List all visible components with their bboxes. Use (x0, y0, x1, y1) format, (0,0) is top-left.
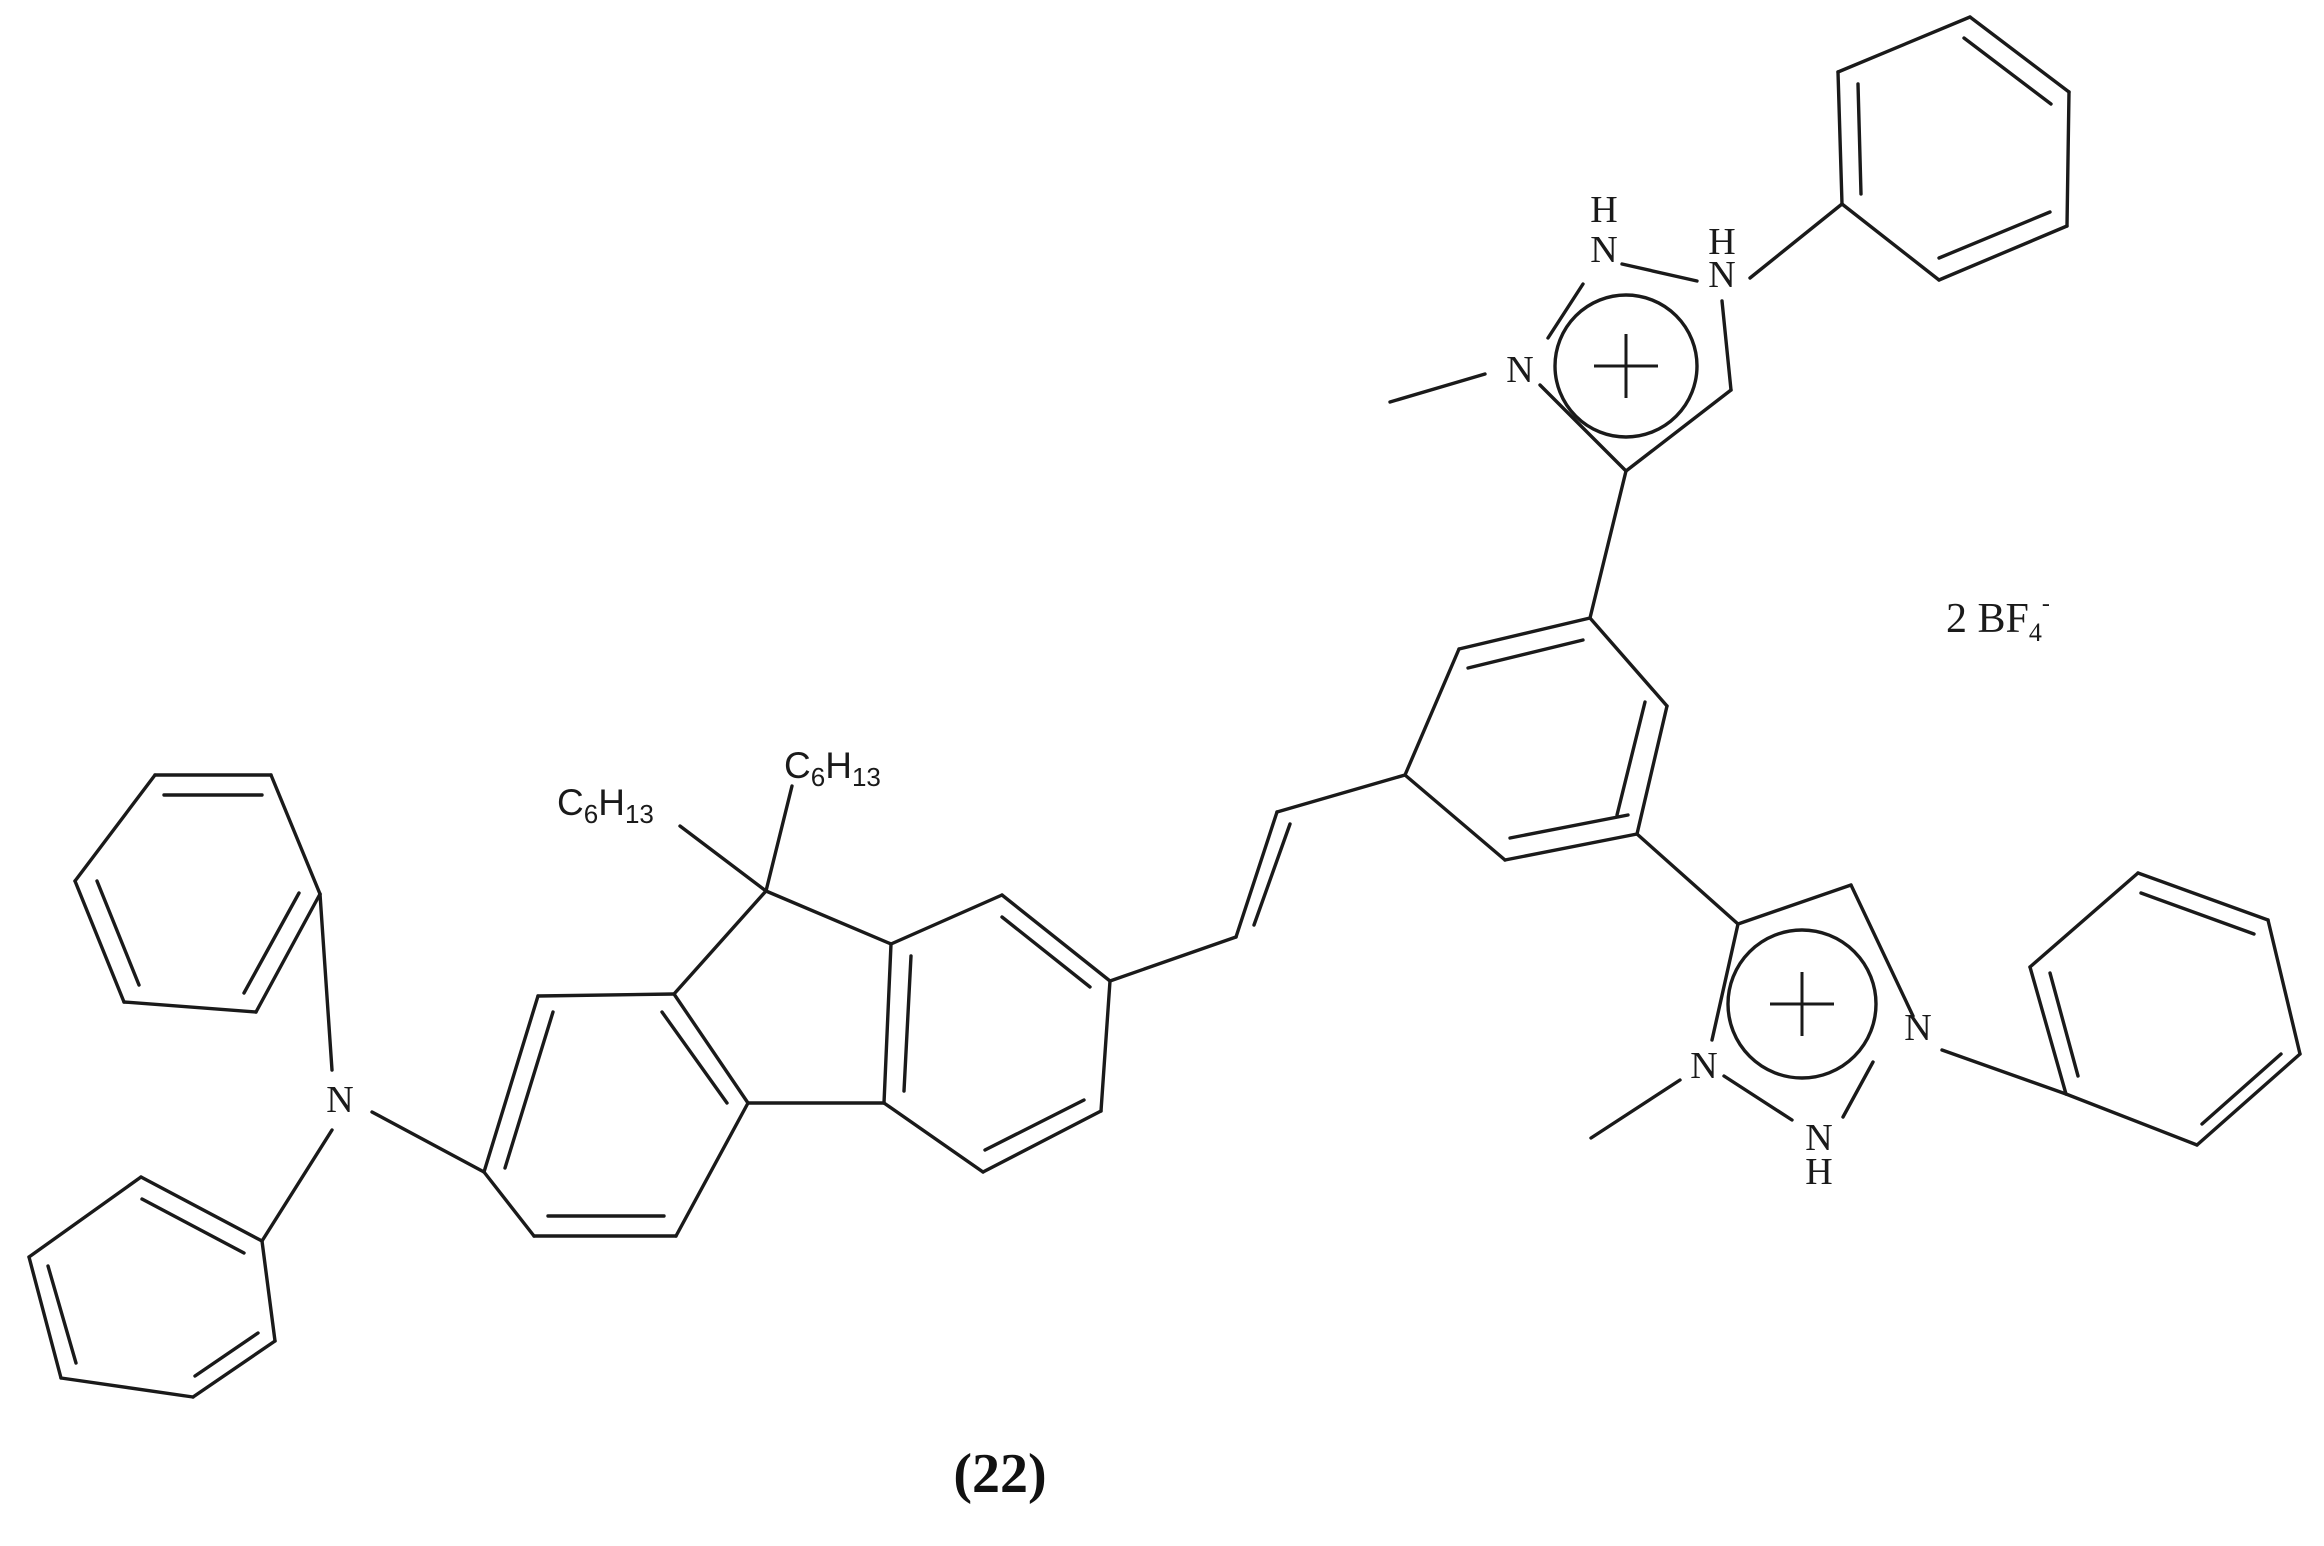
upper-n-methyl-bond (1388, 372, 1487, 404)
lower-triazolium-ring (1589, 832, 2068, 1140)
lower-triazole-n1-label: N (1690, 1045, 1717, 1087)
lower-triazole-n2-h-label: H (1805, 1151, 1832, 1193)
amine-nitrogen-label: N (326, 1079, 353, 1121)
hexyl-label-right: C6H13 (784, 745, 881, 792)
lower-phenyl-ring (27, 1175, 277, 1399)
hexyl-label-left: C6H13 (557, 782, 654, 829)
lower-triazole-n2-label: N (1805, 1117, 1832, 1159)
lower-right-phenyl-ring (2028, 871, 2302, 1147)
central-benzene-ring (1403, 616, 1669, 862)
counter-ion-label: 2 BF4- (1946, 591, 2050, 647)
upper-right-phenyl-ring (1836, 15, 2071, 282)
upper-triazole-n2-label: N (1590, 229, 1617, 271)
lower-triazole-n3-label: N (1904, 1007, 1931, 1049)
n-lower-phenyl-bond (260, 1128, 334, 1243)
upper-triazole-n3-h-label: H (1708, 221, 1735, 263)
upper-triazolium-ring (1388, 202, 1844, 620)
upper-triazole-n3-label: N (1708, 254, 1735, 296)
compound-number-label: (22) (953, 1443, 1046, 1505)
n-upper-phenyl-bond (318, 892, 334, 1072)
upper-triazole-n1-label: N (1506, 349, 1533, 391)
n-fluorene-bond (370, 1110, 486, 1174)
upper-phenyl-ring (73, 773, 322, 1014)
fluorene-core (482, 784, 1112, 1238)
lower-n-methyl-bond (1589, 1078, 1682, 1140)
vinylene-linker (1108, 773, 1407, 983)
upper-n-phenyl-bond (1748, 202, 1844, 280)
upper-triazole-n2-h-label: H (1590, 189, 1617, 231)
lower-n-phenyl-bond (1940, 1048, 2068, 1096)
